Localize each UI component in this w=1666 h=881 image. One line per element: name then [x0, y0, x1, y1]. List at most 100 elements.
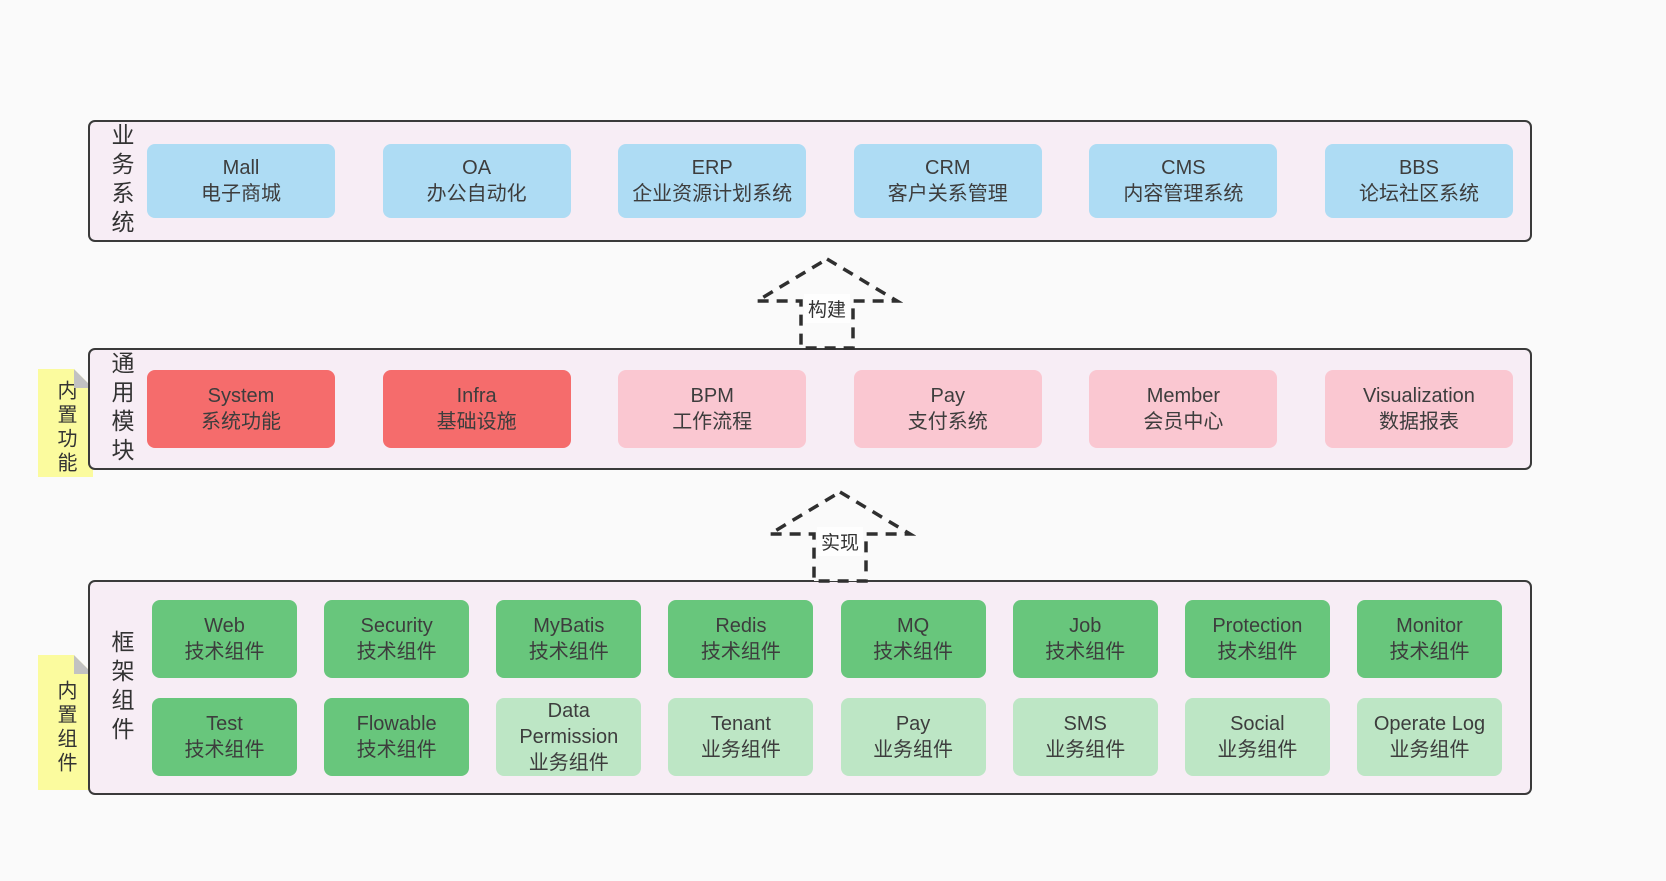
- module-box-operate-log: Operate Log 业务组件: [1356, 698, 1502, 776]
- module-box-mall: Mall 电子商城: [147, 144, 335, 218]
- module-box-title: Pay: [895, 713, 931, 735]
- module-box-oa: OA 办公自动化: [382, 144, 571, 218]
- module-box-title: ERP: [691, 157, 733, 179]
- module-box-subtitle: 技术组件: [873, 641, 954, 663]
- module-box-subtitle: 业务组件: [1389, 739, 1470, 761]
- module-box-title: Test: [206, 713, 243, 735]
- module-box-title: CRM: [925, 157, 971, 179]
- module-box-system: System 系统功能: [147, 370, 335, 448]
- module-box-title: SMS: [1063, 713, 1107, 735]
- module-box-subtitle: 技术组件: [1217, 641, 1298, 663]
- arrow-label: 实现: [816, 527, 864, 556]
- arrow-build: 构建: [751, 254, 903, 350]
- module-box-subtitle: 基础设施: [436, 411, 517, 433]
- module-box-flowable: Flowable 技术组件: [324, 698, 470, 776]
- module-box-subtitle: 技术组件: [700, 641, 781, 663]
- module-box-title: Social: [1230, 713, 1285, 735]
- module-box-security: Security 技术组件: [324, 600, 470, 678]
- layer-side-label: 业务系统: [108, 123, 134, 239]
- module-box-title: Flowable: [356, 713, 437, 735]
- module-box-title: Security: [360, 615, 433, 637]
- box-row: Mall 电子商城 OA 办公自动化 ERP 企业资源计划系统 CRM 客户关系管理 CMS 内容…: [147, 144, 1513, 218]
- module-box-title: Pay: [930, 385, 966, 407]
- module-box-title: Monitor: [1396, 615, 1463, 637]
- module-box-title: Tenant: [710, 713, 771, 735]
- module-box-crm: CRM 客户关系管理: [853, 144, 1042, 218]
- module-box-bpm: BPM 工作流程: [618, 370, 807, 448]
- module-box-mq: MQ 技术组件: [840, 600, 986, 678]
- sticky-note-text: 内置组件: [54, 679, 76, 776]
- module-box-subtitle: 企业资源计划系统: [632, 183, 793, 205]
- module-box-title: BBS: [1398, 157, 1439, 179]
- module-box-subtitle: 技术组件: [1045, 641, 1126, 663]
- module-box-subtitle: 业务组件: [873, 739, 954, 761]
- module-box-subtitle: 业务组件: [700, 739, 781, 761]
- module-box-title: CMS: [1161, 157, 1206, 179]
- layer-side-label: 通用模块: [108, 351, 134, 467]
- sticky-note-built-in-components: 内置组件: [38, 655, 93, 790]
- module-box-visualization: Visualization 数据报表: [1324, 370, 1513, 448]
- module-box-erp: ERP 企业资源计划系统: [618, 144, 807, 218]
- module-box-subtitle: 内容管理系统: [1123, 183, 1244, 205]
- module-box-subtitle: 办公自动化: [426, 183, 527, 205]
- module-box-member: Member 会员中心: [1089, 370, 1278, 448]
- module-box-pay: Pay 支付系统: [853, 370, 1042, 448]
- module-box-subtitle: 业务组件: [1045, 739, 1126, 761]
- module-box-title: System: [207, 385, 275, 407]
- module-box-sms: SMS 业务组件: [1012, 698, 1158, 776]
- module-box-subtitle: 论坛社区系统: [1358, 183, 1479, 205]
- module-box-subtitle: 技术组件: [184, 739, 265, 761]
- module-box-subtitle: 技术组件: [356, 641, 437, 663]
- arrow-implement: 实现: [764, 487, 916, 583]
- module-box-test: Test 技术组件: [152, 698, 297, 776]
- module-box-title: Data Permission: [519, 700, 619, 748]
- module-box-title: Operate Log: [1373, 713, 1486, 735]
- module-box-redis: Redis 技术组件: [668, 600, 814, 678]
- module-box-job: Job 技术组件: [1012, 600, 1158, 678]
- module-box-protection: Protection 技术组件: [1184, 600, 1330, 678]
- layer-business-systems: 业务系统 Mall 电子商城 OA 办公自动化 ERP 企业资源计划系统 CRM 客户关系管理…: [88, 120, 1532, 242]
- module-box-title: MQ: [896, 615, 930, 637]
- module-box-title: Member: [1146, 385, 1221, 407]
- sticky-note-text: 内置功能: [54, 380, 76, 476]
- module-box-subtitle: 会员中心: [1143, 411, 1224, 433]
- module-box-mybatis: MyBatis 技术组件: [496, 600, 642, 678]
- module-box-subtitle: 业务组件: [528, 752, 609, 774]
- module-box-title: Protection: [1212, 615, 1303, 637]
- module-box-title: Visualization: [1363, 385, 1475, 407]
- module-box-subtitle: 系统功能: [201, 411, 281, 433]
- module-box-data-permission: Data Permission 业务组件: [496, 698, 642, 776]
- module-box-web: Web 技术组件: [152, 600, 297, 678]
- module-box-title: Redis: [715, 615, 767, 637]
- module-box-subtitle: 支付系统: [907, 411, 988, 433]
- module-box-title: Job: [1069, 615, 1102, 637]
- module-box-subtitle: 数据报表: [1378, 411, 1459, 433]
- module-box-subtitle: 技术组件: [184, 641, 265, 663]
- module-box-subtitle: 技术组件: [356, 739, 437, 761]
- module-box-subtitle: 工作流程: [672, 411, 753, 433]
- module-box-tenant: Tenant 业务组件: [668, 698, 814, 776]
- module-box-subtitle: 技术组件: [528, 641, 609, 663]
- module-box-monitor: Monitor 技术组件: [1356, 600, 1502, 678]
- module-box-subtitle: 客户关系管理: [887, 183, 1008, 205]
- arrow-label: 构建: [803, 294, 851, 323]
- module-box-subtitle: 技术组件: [1389, 641, 1470, 663]
- module-box-title: BPM: [690, 385, 734, 407]
- module-box-title: OA: [462, 157, 492, 179]
- module-box-title: MyBatis: [533, 615, 605, 637]
- module-box-subtitle: 电子商城: [201, 183, 281, 205]
- layer-side-label: 框架组件: [108, 629, 134, 746]
- sticky-note-built-in-functions: 内置功能: [38, 369, 93, 477]
- module-box-bbs: BBS 论坛社区系统: [1324, 144, 1513, 218]
- module-box-title: Web: [204, 615, 245, 637]
- module-box-cms: CMS 内容管理系统: [1089, 144, 1278, 218]
- module-box-title: Mall: [222, 157, 260, 179]
